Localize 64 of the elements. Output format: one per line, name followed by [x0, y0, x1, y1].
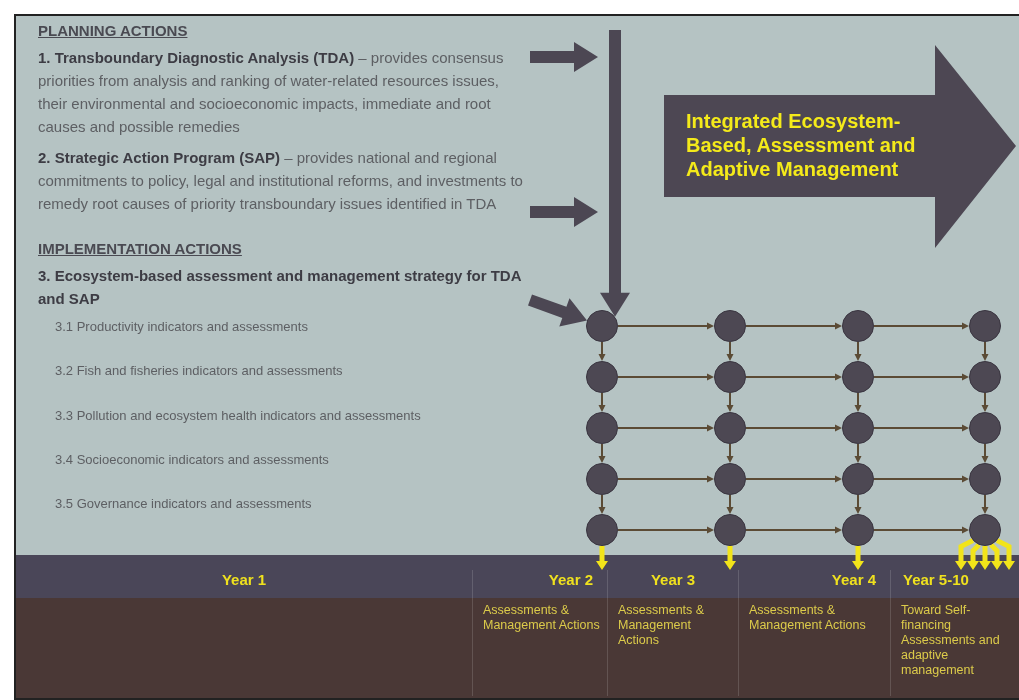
arrow — [598, 444, 606, 463]
arrow — [618, 424, 714, 432]
action-text: 1. Transboundary Diagnostic Analysis (TDA) – provides consensus priorities from analysis and ranking of water-related resources issues, their environmental and socioeconomic impacts, immediate and root causes and possible remedies — [38, 46, 530, 138]
thick-arrow — [600, 30, 630, 317]
thick-arrow — [995, 538, 1015, 570]
arrow — [981, 495, 989, 514]
year-label: Year 3 — [649, 571, 697, 588]
arrow — [618, 322, 714, 330]
indicator-label: 3.3 Pollution and ecosystem health indicators and assessments — [55, 408, 421, 423]
thick-arrow — [528, 294, 587, 327]
arrow — [746, 475, 842, 483]
year-description: Assessments & Management Actions — [483, 603, 600, 633]
thick-arrow — [530, 42, 598, 72]
section-heading: PLANNING ACTIONS — [38, 22, 188, 39]
arrow — [874, 373, 969, 381]
year-label: Year 5-10 — [903, 571, 969, 588]
action-text: 2. Strategic Action Program (SAP) – provides national and regional commitments to policy, legal and institutional reforms, and investments to remedy root causes of priority transboundary issues identified in TDA — [38, 146, 530, 215]
year-description: Toward Self-financing Assessments and adaptive management — [901, 603, 1001, 678]
year-label: Year 1 — [220, 571, 268, 588]
arrow — [726, 495, 734, 514]
arrow — [854, 495, 862, 514]
indicator-label: 3.4 Socioeconomic indicators and assessments — [55, 452, 329, 467]
thick-arrow — [530, 197, 598, 227]
thick-arrow — [955, 538, 975, 570]
arrow — [874, 322, 969, 330]
arrow — [746, 373, 842, 381]
arrow — [618, 475, 714, 483]
thick-arrow — [724, 546, 736, 570]
section-heading: IMPLEMENTATION ACTIONS — [38, 240, 242, 257]
arrow — [746, 526, 842, 534]
arrow — [726, 393, 734, 412]
thick-arrow — [979, 546, 991, 570]
indicator-label: 3.1 Productivity indicators and assessments — [55, 319, 308, 334]
arrow — [598, 393, 606, 412]
year-label: Year 4 — [831, 571, 876, 588]
arrow — [854, 342, 862, 361]
arrow — [981, 342, 989, 361]
arrow — [981, 444, 989, 463]
arrow — [726, 342, 734, 361]
arrow — [598, 342, 606, 361]
arrow-label: Integrated Ecosystem-Based, Assessment and Adaptive Management — [686, 109, 917, 181]
arrow — [618, 526, 714, 534]
year-label: Year 2 — [548, 571, 593, 588]
thick-arrow — [852, 546, 864, 570]
arrow — [854, 393, 862, 412]
arrow — [618, 373, 714, 381]
arrow — [726, 444, 734, 463]
arrow — [746, 322, 842, 330]
arrow — [874, 526, 969, 534]
arrow — [874, 424, 969, 432]
arrow — [746, 424, 842, 432]
year-description: Assessments & Management Actions — [749, 603, 867, 633]
thick-arrow — [967, 543, 981, 570]
year-description: Assessments & Management Actions — [618, 603, 706, 648]
indicator-label: 3.5 Governance indicators and assessments — [55, 496, 312, 511]
arrow — [874, 475, 969, 483]
thick-arrow — [989, 543, 1003, 570]
thick-arrow — [596, 546, 608, 570]
arrow — [981, 393, 989, 412]
arrow — [598, 495, 606, 514]
block-arrow — [664, 45, 1016, 248]
arrow — [854, 444, 862, 463]
action-text: 3. Ecosystem-based assessment and management strategy for TDA and SAP — [38, 264, 530, 310]
indicator-label: 3.2 Fish and fisheries indicators and assessments — [55, 363, 343, 378]
